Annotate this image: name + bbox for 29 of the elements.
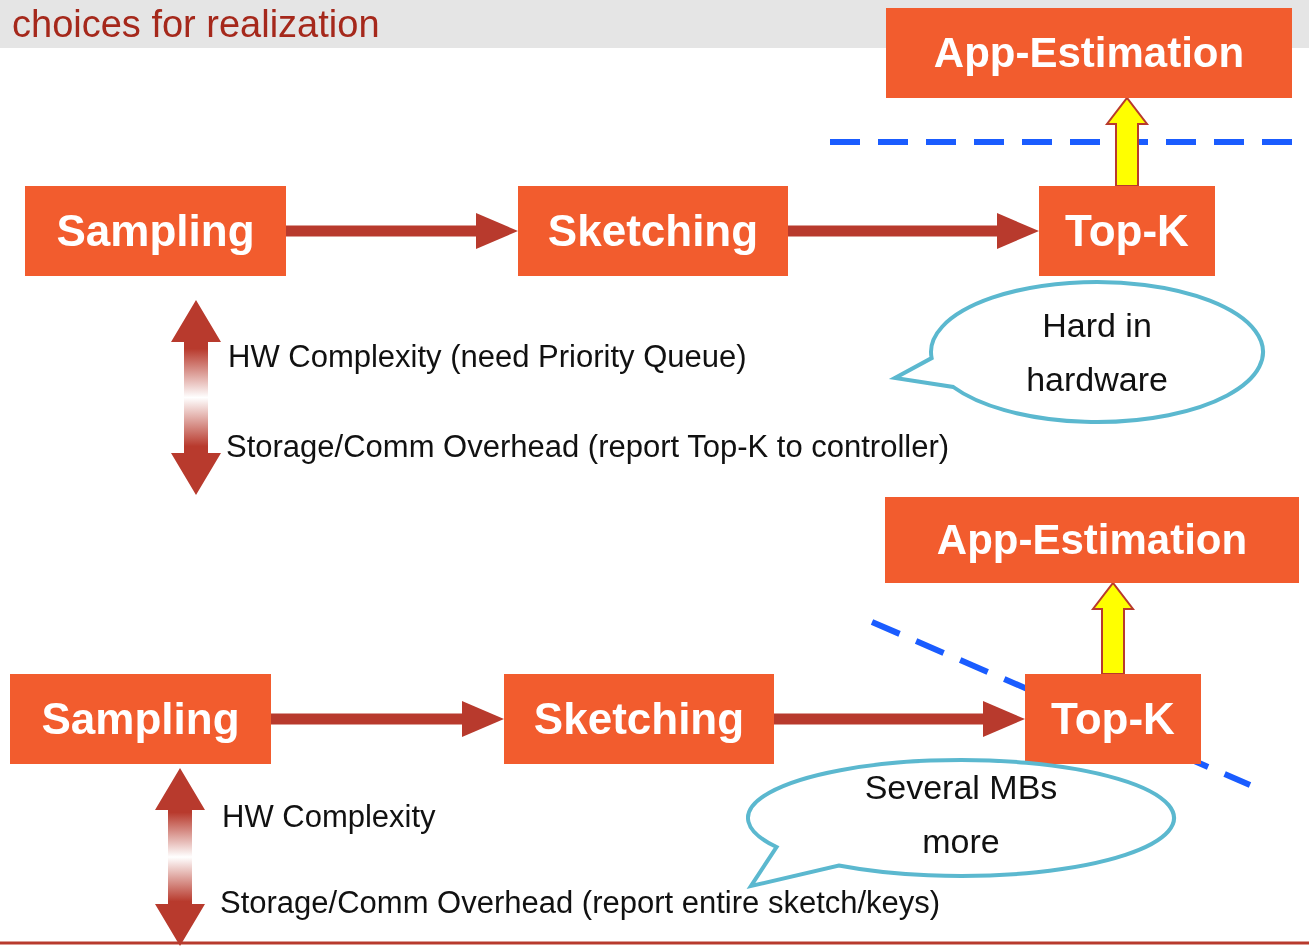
trade-off-note: HW Complexity [222,798,436,836]
process-box [885,497,1299,583]
process-box [1025,674,1201,764]
bubble-text: Several MBs more [863,767,1059,863]
step-label: App-Estimation [936,516,1248,564]
step-label: Top-K [1051,694,1175,744]
step-label: App-Estimation [933,29,1245,77]
block-arrow [1104,96,1150,187]
arrow [788,213,1039,249]
process-box [518,186,788,276]
step-label: Sketching [533,694,745,744]
step-label: Sampling [56,206,255,256]
arrow [271,701,504,737]
process-box [10,674,271,764]
arrow [286,213,518,249]
process-box [504,674,774,764]
trade-off-note: Storage/Comm Overhead (report entire sketch/keys) [220,884,941,922]
slide-title: choices for realization [12,2,380,46]
bubble-text: Hard in hardware [1025,305,1169,401]
trade-off-note: HW Complexity (need Priority Queue) [228,338,747,376]
step-label: Top-K [1065,206,1189,256]
step-label: Sketching [547,206,759,256]
process-box [886,8,1292,98]
process-box [1039,186,1215,276]
arrow [774,701,1025,737]
trade-off-note: Storage/Comm Overhead (report Top-K to controller) [226,428,950,466]
step-label: Sampling [41,694,240,744]
block-arrow [1090,581,1136,675]
process-box [25,186,286,276]
